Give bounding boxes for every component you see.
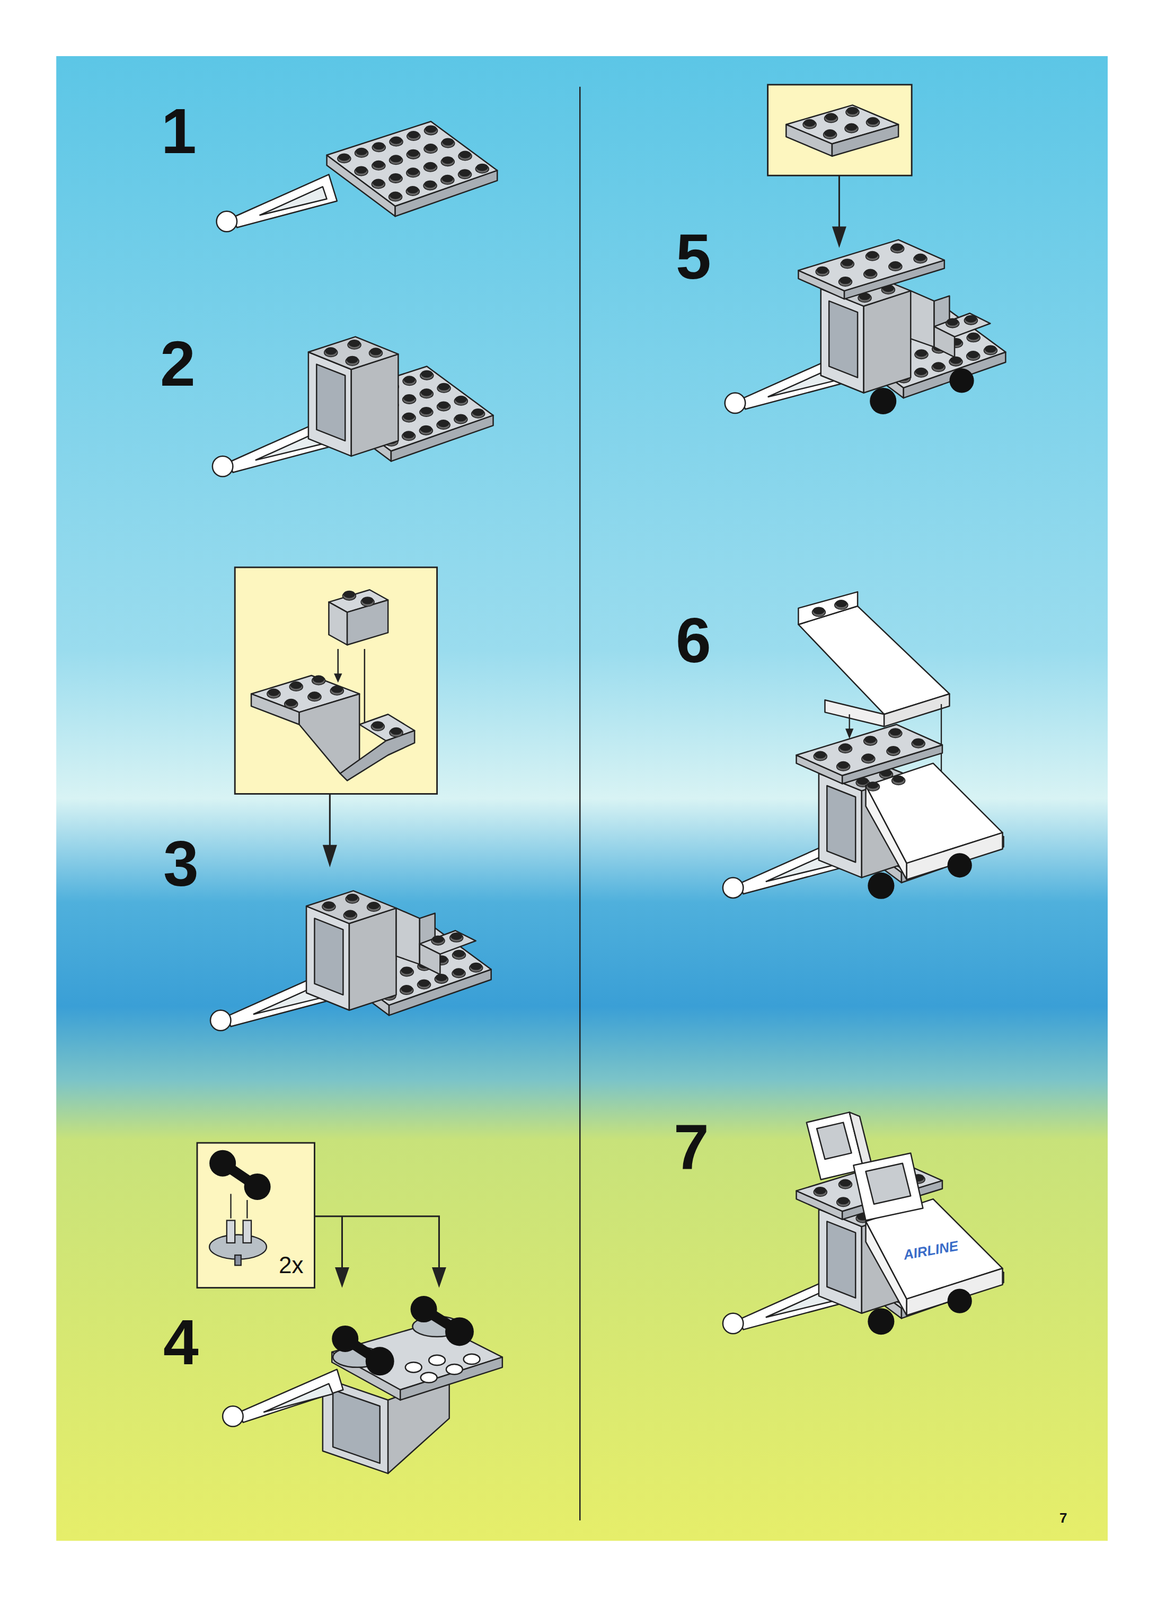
page-number: 7 — [1059, 1511, 1067, 1526]
step-number: 2 — [160, 331, 196, 396]
step-number: 3 — [163, 832, 199, 896]
step-number: 4 — [163, 1310, 199, 1375]
step-number: 1 — [161, 99, 197, 163]
quantity-label: 2x — [278, 1253, 304, 1278]
step-number: 5 — [675, 224, 712, 289]
step-number: 7 — [673, 1115, 710, 1179]
step-number: 6 — [675, 608, 712, 673]
